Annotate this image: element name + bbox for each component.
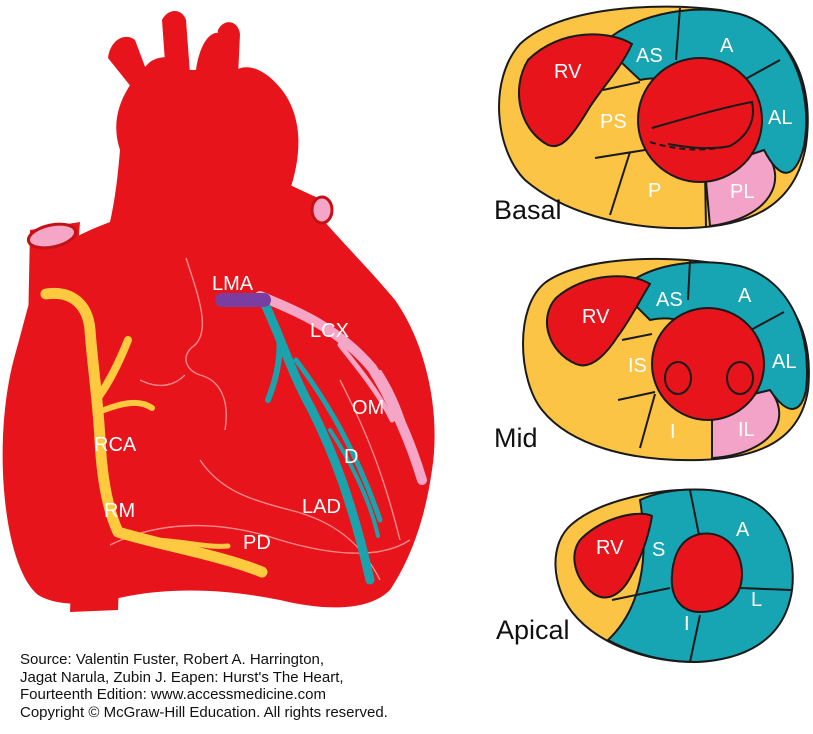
apical-label-i: I	[684, 613, 690, 635]
label-om: OM	[352, 397, 384, 419]
basal-label-as: AS	[636, 45, 663, 67]
basal-divider	[609, 151, 631, 216]
chamber-outline	[185, 257, 227, 431]
inferior-vena-cava	[70, 556, 120, 612]
label-lad: LAD	[302, 496, 341, 518]
mid-papillary-muscle	[726, 361, 754, 395]
mid-label-is: IS	[628, 355, 647, 377]
mid-divider	[687, 259, 691, 301]
apical-title: Apical	[496, 615, 570, 645]
rca-branch	[92, 336, 132, 404]
apical-divider	[689, 489, 701, 541]
basal-label-pl: PL	[730, 181, 754, 203]
apical-divider	[689, 614, 701, 663]
mid-divider	[639, 393, 656, 449]
basal-divider	[675, 7, 681, 61]
heart-illustration: LMA LCX OM D RCA RM LAD PD	[2, 11, 435, 612]
aorta-branch	[162, 11, 190, 76]
label-d: D	[344, 446, 358, 468]
aorta-branch	[214, 22, 240, 76]
chamber-outline	[109, 524, 411, 554]
apical-label-rv: RV	[596, 537, 624, 559]
lad-branch	[265, 327, 283, 403]
rca-branch	[147, 537, 231, 549]
basal-label-rv: RV	[554, 61, 582, 83]
basal-label-ps: PS	[600, 111, 627, 133]
apical-label-l: L	[751, 589, 762, 611]
lad-branch	[293, 357, 383, 523]
mid-lv-cavity	[651, 307, 765, 421]
basal-label-p: P	[648, 180, 661, 202]
rca-branch	[101, 400, 155, 413]
copyright-line: Copyright © McGraw-Hill Education. All r…	[20, 703, 388, 721]
basal-section: RV AS A AL PS P PL Basal	[494, 5, 809, 230]
mid-divider	[617, 391, 656, 401]
mid-label-as: AS	[656, 289, 683, 311]
source-credit: Source: Valentin Fuster, Robert A. Harri…	[20, 651, 540, 721]
source-line: Source: Valentin Fuster, Robert A. Harri…	[20, 651, 325, 668]
lad-branch	[328, 428, 380, 538]
mid-label-il: IL	[738, 419, 755, 441]
mid-label-i: I	[670, 421, 676, 443]
chamber-outline	[139, 374, 186, 387]
basal-lv-cavity	[637, 57, 763, 183]
basal-label-a: A	[720, 35, 734, 57]
apical-label-s: S	[652, 539, 665, 561]
pulmonary-artery	[258, 170, 326, 222]
lcx-branch	[378, 370, 412, 446]
basal-divider	[602, 81, 641, 91]
mid-label-al: AL	[772, 351, 796, 373]
basal-divider	[594, 149, 646, 159]
pulmonary-artery-end	[310, 195, 334, 225]
mid-label-rv: RV	[582, 306, 610, 328]
apical-label-a: A	[736, 519, 750, 541]
label-lma: LMA	[212, 273, 254, 295]
aorta-branch	[108, 36, 150, 88]
basal-title: Basal	[494, 195, 562, 225]
basal-label-al: AL	[768, 107, 792, 129]
mid-label-a: A	[738, 285, 752, 307]
mid-divider	[621, 333, 653, 341]
mid-papillary-muscle	[664, 361, 692, 395]
mid-title: Mid	[494, 423, 538, 453]
label-rm: RM	[104, 500, 135, 522]
chamber-outline	[339, 379, 401, 541]
mid-section: RV AS A AL IS I IL Mid	[494, 257, 810, 462]
apical-lv-cavity	[670, 532, 744, 614]
basal-mitral-valve	[651, 100, 754, 150]
apical-rv	[573, 512, 654, 599]
vena-cava-end	[26, 222, 78, 250]
apical-section: RV S A L I Apical	[496, 488, 794, 664]
source-line: Jagat Narula, Zubin J. Eapen: Hurst's Th…	[20, 668, 344, 686]
lcx-branch	[337, 342, 395, 423]
apical-divider	[611, 587, 671, 601]
label-lcx: LCX	[310, 320, 349, 342]
basal-rv	[517, 33, 634, 148]
label-pd: PD	[243, 532, 271, 554]
mid-rv	[546, 275, 652, 367]
heart-body	[2, 32, 435, 608]
apical-divider	[739, 587, 793, 591]
basal-mitral-valve	[649, 141, 731, 151]
label-rca: RCA	[94, 434, 137, 456]
rca-vessel	[40, 287, 268, 578]
source-line: Fourteenth Edition: www.accessmedicine.c…	[20, 686, 326, 703]
